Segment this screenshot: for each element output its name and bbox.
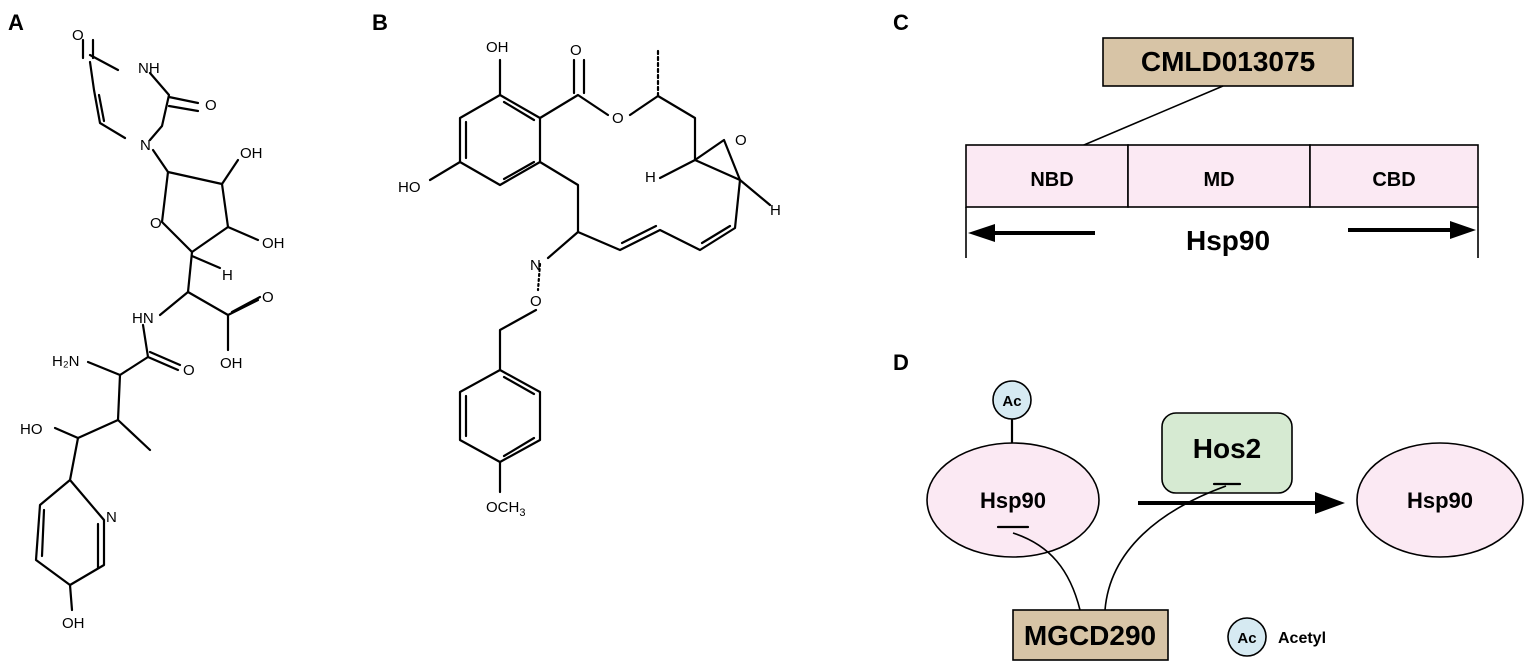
domain-nbd xyxy=(965,144,1129,208)
hos2-box xyxy=(1161,412,1293,494)
panel-c: CMLD013075 NBD MD CBD Hsp90 xyxy=(965,37,1479,258)
atom-b-och3: OCH3 xyxy=(486,499,525,519)
atom-b-h-left: H xyxy=(645,169,656,186)
atom-a-o-ring: O xyxy=(150,215,162,232)
compound-label: CMLD013075 xyxy=(1141,46,1315,77)
atom-b-oh-top: OH xyxy=(486,39,509,56)
protein-label: Hsp90 xyxy=(1186,225,1270,256)
domain-cbd xyxy=(1309,144,1479,208)
panel-label-c: C xyxy=(893,10,909,35)
deacetylation-arrowhead xyxy=(1315,492,1345,514)
span-arrowhead-left xyxy=(968,224,995,242)
acetyl-symbol: Ac xyxy=(1002,393,1021,410)
panel-label-d: D xyxy=(893,350,909,375)
domain-md xyxy=(1127,144,1311,208)
compound-box xyxy=(1102,37,1354,87)
hsp90-product-label: Hsp90 xyxy=(1407,488,1473,513)
panel-label-b: B xyxy=(372,10,388,35)
mgcd-to-hos2-line xyxy=(1104,485,1227,611)
atom-a-o-top: O xyxy=(72,27,84,44)
atom-b-h-right: H xyxy=(770,202,781,219)
panel-d: Ac Hsp90 Hos2 Hsp90 MGCD290 Ac Acetyl xyxy=(926,380,1524,661)
structure-a: O NH O N OH O OH H HN O OH H₂N O HO N OH xyxy=(20,27,285,632)
acetyl-circle xyxy=(992,380,1032,420)
mgcd-to-hsp90-line xyxy=(1012,532,1081,611)
panel-label-a: A xyxy=(8,10,24,35)
atom-a-hn: HN xyxy=(132,310,154,327)
atom-a-h2n: H₂N xyxy=(52,353,80,370)
hsp90-product xyxy=(1356,442,1524,558)
mgcd290-label: MGCD290 xyxy=(1024,620,1156,651)
atom-a-o-right: O xyxy=(205,97,217,114)
mgcd290-box xyxy=(1012,609,1169,661)
hos2-label: Hos2 xyxy=(1193,433,1261,464)
domain-cbd-label: CBD xyxy=(1372,169,1415,191)
atom-b-n-oxime: N xyxy=(530,257,541,274)
atom-a-nh: NH xyxy=(138,60,160,77)
span-arrowhead-right xyxy=(1450,221,1476,239)
atom-b-o-ester: O xyxy=(612,110,624,127)
hsp90-acetylated-label: Hsp90 xyxy=(980,488,1046,513)
atom-a-n-ring: N xyxy=(140,137,151,154)
atom-a-n-pyridine: N xyxy=(106,509,117,526)
atom-b-ho-left: HO xyxy=(398,179,421,196)
domain-md-label: MD xyxy=(1203,169,1234,191)
legend-acetyl-symbol: Ac xyxy=(1237,630,1256,647)
structure-b: OH HO O O O H H N O OCH3 xyxy=(398,39,781,519)
atom-a-oh-pyridine: OH xyxy=(62,615,85,632)
hsp90-acetylated xyxy=(926,442,1100,558)
atom-a-o-acid: O xyxy=(262,289,274,306)
atom-b-o-oxime: O xyxy=(530,293,542,310)
atom-a-oh-2: OH xyxy=(262,235,285,252)
atom-a-ho: HO xyxy=(20,421,43,438)
atom-b-o-carbonyl: O xyxy=(570,42,582,59)
atom-a-o-amide: O xyxy=(183,362,195,379)
atom-a-oh-acid: OH xyxy=(220,355,243,372)
domain-nbd-label: NBD xyxy=(1030,169,1073,191)
atom-b-o-epoxide: O xyxy=(735,132,747,149)
legend-acetyl-circle xyxy=(1227,617,1267,657)
legend-acetyl-label: Acetyl xyxy=(1278,630,1326,647)
atom-a-oh-1: OH xyxy=(240,145,263,162)
atom-a-h: H xyxy=(222,267,233,284)
